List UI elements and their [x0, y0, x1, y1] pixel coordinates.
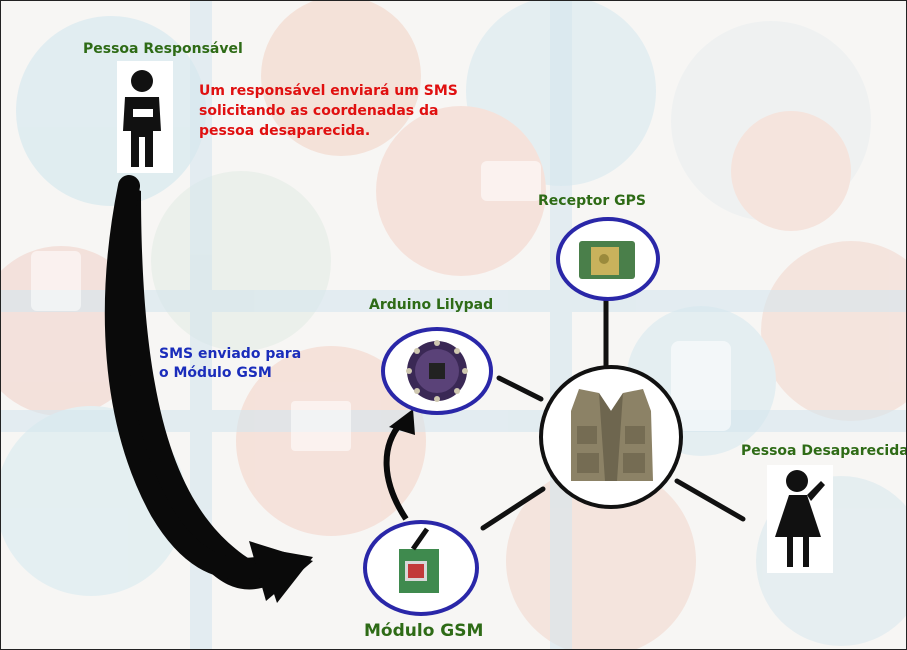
gps-receiver-label: Receptor GPS — [538, 193, 647, 209]
connection-lines — [480, 298, 746, 531]
responsible-person-label: Pessoa Responsável — [83, 41, 243, 57]
sms-request-text: Um responsável enviará um SMS solicitand… — [199, 83, 458, 139]
gsm-to-arduino-arrow — [383, 421, 409, 521]
arduino-lilypad-label: Arduino Lilypad — [369, 297, 494, 313]
responsible-person-icon — [117, 61, 173, 173]
sms-flow-arrow — [122, 186, 313, 603]
missing-person-icon — [767, 465, 833, 573]
gps-receiver-node — [556, 217, 660, 301]
sms-sent-label: SMS enviado para o Módulo GSM — [159, 346, 302, 381]
arduino-lilypad-node — [381, 327, 493, 415]
missing-person-label: Pessoa Desaparecida — [741, 443, 907, 459]
gsm-module-label: Módulo GSM — [364, 621, 484, 641]
vest-node — [539, 365, 683, 509]
gsm-module-node — [363, 520, 479, 616]
